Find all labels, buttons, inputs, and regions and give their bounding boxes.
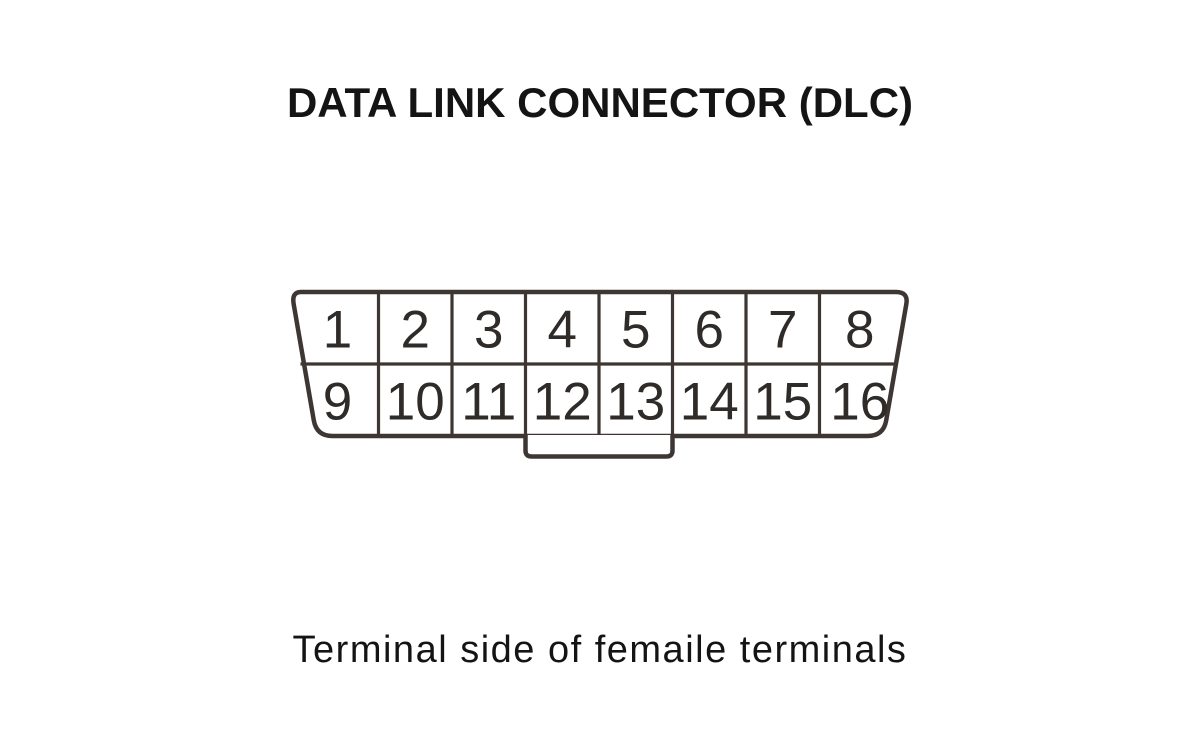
pin-label-9: 9 [323, 372, 352, 431]
pin-label-4: 4 [548, 300, 577, 359]
pin-label-11: 11 [461, 372, 516, 431]
pin-label-7: 7 [768, 300, 797, 359]
diagram-caption: Terminal side of femaile terminals [292, 629, 908, 671]
pin-label-15: 15 [753, 372, 812, 431]
pin-label-10: 10 [386, 372, 445, 431]
pin-label-1: 1 [323, 300, 352, 359]
pin-label-16: 16 [830, 372, 889, 431]
pin-label-3: 3 [474, 300, 503, 359]
diagram-title: DATA LINK CONNECTOR (DLC) [286, 79, 914, 126]
pin-label-8: 8 [845, 300, 874, 359]
pin-label-2: 2 [401, 300, 430, 359]
pin-label-6: 6 [695, 300, 724, 359]
pin-label-12: 12 [533, 372, 592, 431]
pin-label-14: 14 [680, 372, 739, 431]
pin-label-13: 13 [606, 372, 665, 431]
pin-label-5: 5 [621, 300, 650, 359]
pin-grid-lines [300, 293, 898, 435]
connector-bottom-tab [523, 435, 675, 459]
